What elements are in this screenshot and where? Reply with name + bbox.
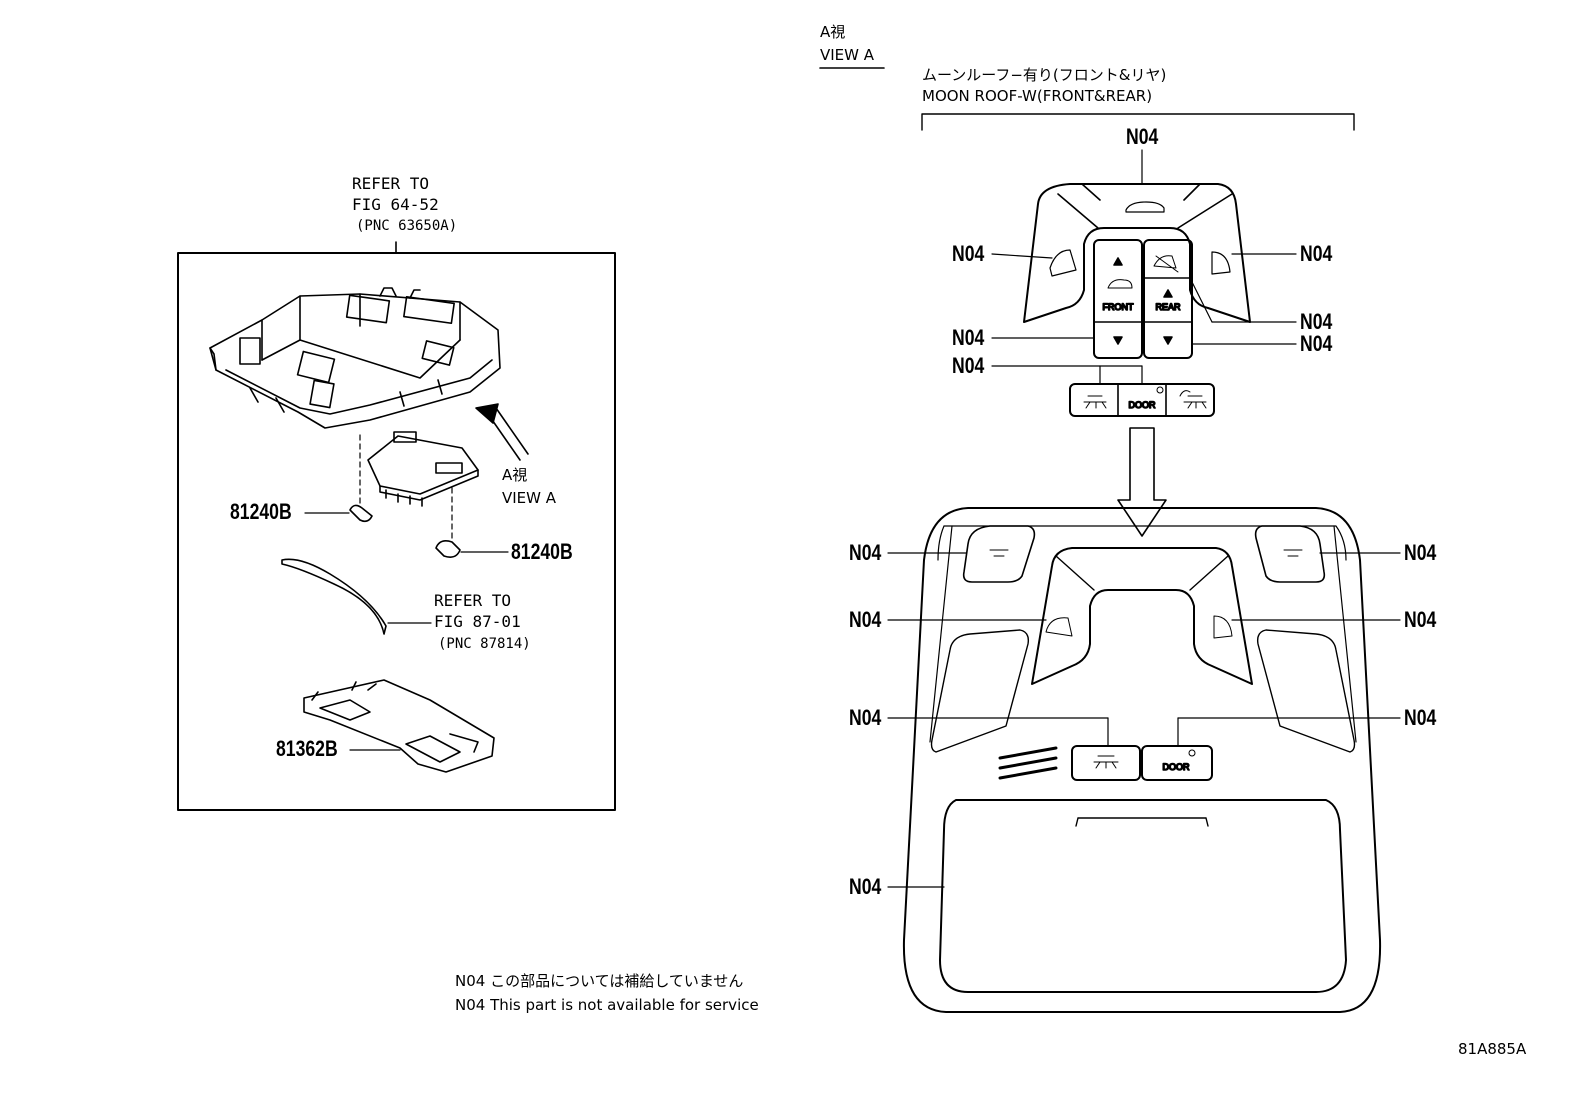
- callout-n04-upper-left[interactable]: N04: [952, 241, 985, 266]
- refer-roof-line-1: REFER TO: [352, 174, 430, 193]
- refer-trim-line-1: REFER TO: [434, 591, 512, 610]
- lamp-switch-row: DOOR: [1069, 383, 1215, 417]
- figure-id: 81A885A: [1458, 1040, 1527, 1058]
- moonroof-switch: FRONT REAR: [1093, 239, 1193, 359]
- part-number-cover[interactable]: 81362B: [276, 736, 338, 761]
- callout-n04-lower-left[interactable]: N04: [952, 353, 985, 378]
- note-jp: N04 この部品については補給していません: [455, 972, 744, 990]
- note-en: N04 This part is not available for servi…: [455, 996, 759, 1014]
- console-assembly: DOOR: [902, 507, 1382, 1013]
- roof-console-housing: [209, 287, 501, 429]
- callout-n04-mid-right-2[interactable]: N04: [1300, 331, 1333, 356]
- rear-switch-label: REAR: [1155, 302, 1181, 312]
- part-number-bulb-left[interactable]: 81240B: [230, 499, 292, 524]
- exploded-view-frame: [177, 252, 616, 811]
- callout-n04-assy-lamp-left[interactable]: N04: [849, 540, 882, 565]
- variant-bracket: [921, 113, 1355, 131]
- callout-n04-assy-lamp-right[interactable]: N04: [1404, 540, 1437, 565]
- front-switch-label: FRONT: [1103, 302, 1134, 312]
- view-a-arrow: [475, 403, 529, 461]
- bulb-right: [435, 540, 461, 558]
- callout-n04-top[interactable]: N04: [1126, 124, 1159, 149]
- door-switch-label: DOOR: [1129, 400, 1157, 410]
- callout-n04-upper-right[interactable]: N04: [1300, 241, 1333, 266]
- circuit-board: [367, 431, 479, 507]
- install-arrow: [1117, 427, 1167, 537]
- lens-strip: [281, 558, 387, 635]
- callout-n04-assy-lens[interactable]: N04: [849, 874, 882, 899]
- view-a-title-en: VIEW A: [820, 46, 875, 64]
- switch-bezel: [1023, 183, 1251, 323]
- callout-n04-assy-btn-right[interactable]: N04: [1404, 705, 1437, 730]
- view-a-label-jp: A視: [502, 466, 528, 484]
- variant-label-jp: ムーンルーフ−有り(フロント&リヤ): [922, 66, 1167, 84]
- lamp-cover: [303, 679, 495, 773]
- callout-n04-mid-left[interactable]: N04: [952, 325, 985, 350]
- callout-n04-mid-right-1[interactable]: N04: [1300, 309, 1333, 334]
- bulb-left: [349, 504, 373, 523]
- callout-n04-assy-side-left[interactable]: N04: [849, 607, 882, 632]
- refer-trim-line-2: FIG 87-01: [434, 612, 521, 631]
- refer-trim-line-3: (PNC 87814): [438, 636, 531, 652]
- refer-roof-line-3: (PNC 63650A): [356, 218, 458, 234]
- part-number-bulb-right[interactable]: 81240B: [511, 539, 573, 564]
- view-a-label-en: VIEW A: [502, 489, 557, 507]
- refer-roof-line-2: FIG 64-52: [352, 195, 439, 214]
- view-a-title-jp: A視: [820, 23, 846, 41]
- variant-label-en: MOON ROOF-W(FRONT&REAR): [922, 87, 1153, 105]
- door-switch-label-2: DOOR: [1163, 762, 1191, 772]
- callout-n04-assy-side-right[interactable]: N04: [1404, 607, 1437, 632]
- callout-n04-assy-btn-left[interactable]: N04: [849, 705, 882, 730]
